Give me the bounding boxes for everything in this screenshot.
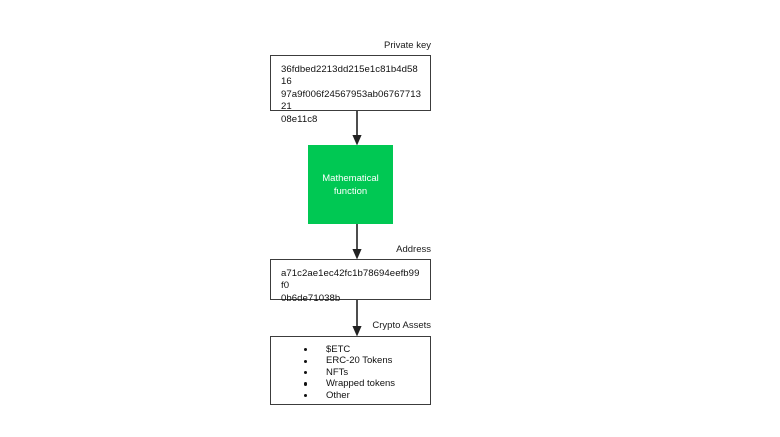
list-item: NFTs — [271, 367, 430, 378]
mathematical-function-label: Mathematical function — [317, 172, 384, 198]
mathematical-function-line-2: function — [333, 185, 368, 197]
private-key-box: 36fdbed2213dd215e1c81b4d5816 97a9f006f24… — [270, 55, 431, 125]
mathematical-function-box: Mathematical function — [308, 145, 393, 224]
crypto-assets-box: $ETC ERC-20 Tokens NFTs Wrapped tokens O… — [270, 336, 431, 405]
crypto-assets-label: Crypto Assets — [372, 320, 431, 331]
list-item: ERC-20 Tokens — [271, 355, 430, 366]
address-line-2: 0b6de71038b — [281, 292, 341, 304]
address-label: Address — [396, 244, 431, 255]
mathematical-function-line-1: Mathematical — [322, 172, 379, 184]
private-key-line-3: 08e11c8 — [281, 113, 318, 125]
private-key-line-1: 36fdbed2213dd215e1c81b4d5816 — [281, 64, 418, 88]
address-box: a71c2ae1ec42fc1b78694eefb99f0 0b6de71038… — [270, 259, 431, 304]
private-key-label: Private key — [384, 40, 431, 51]
private-key-line-2: 97a9f006f24567953ab0676771321 — [281, 88, 422, 113]
crypto-assets-list: $ETC ERC-20 Tokens NFTs Wrapped tokens O… — [271, 344, 430, 401]
address-value: a71c2ae1ec42fc1b78694eefb99f0 0b6de71038… — [281, 268, 422, 305]
list-item: Other — [271, 390, 430, 401]
list-item: $ETC — [271, 344, 430, 355]
address-line-1: a71c2ae1ec42fc1b78694eefb99f0 — [281, 268, 420, 292]
list-item: Wrapped tokens — [271, 378, 430, 389]
private-key-value: 36fdbed2213dd215e1c81b4d5816 97a9f006f24… — [281, 64, 422, 126]
